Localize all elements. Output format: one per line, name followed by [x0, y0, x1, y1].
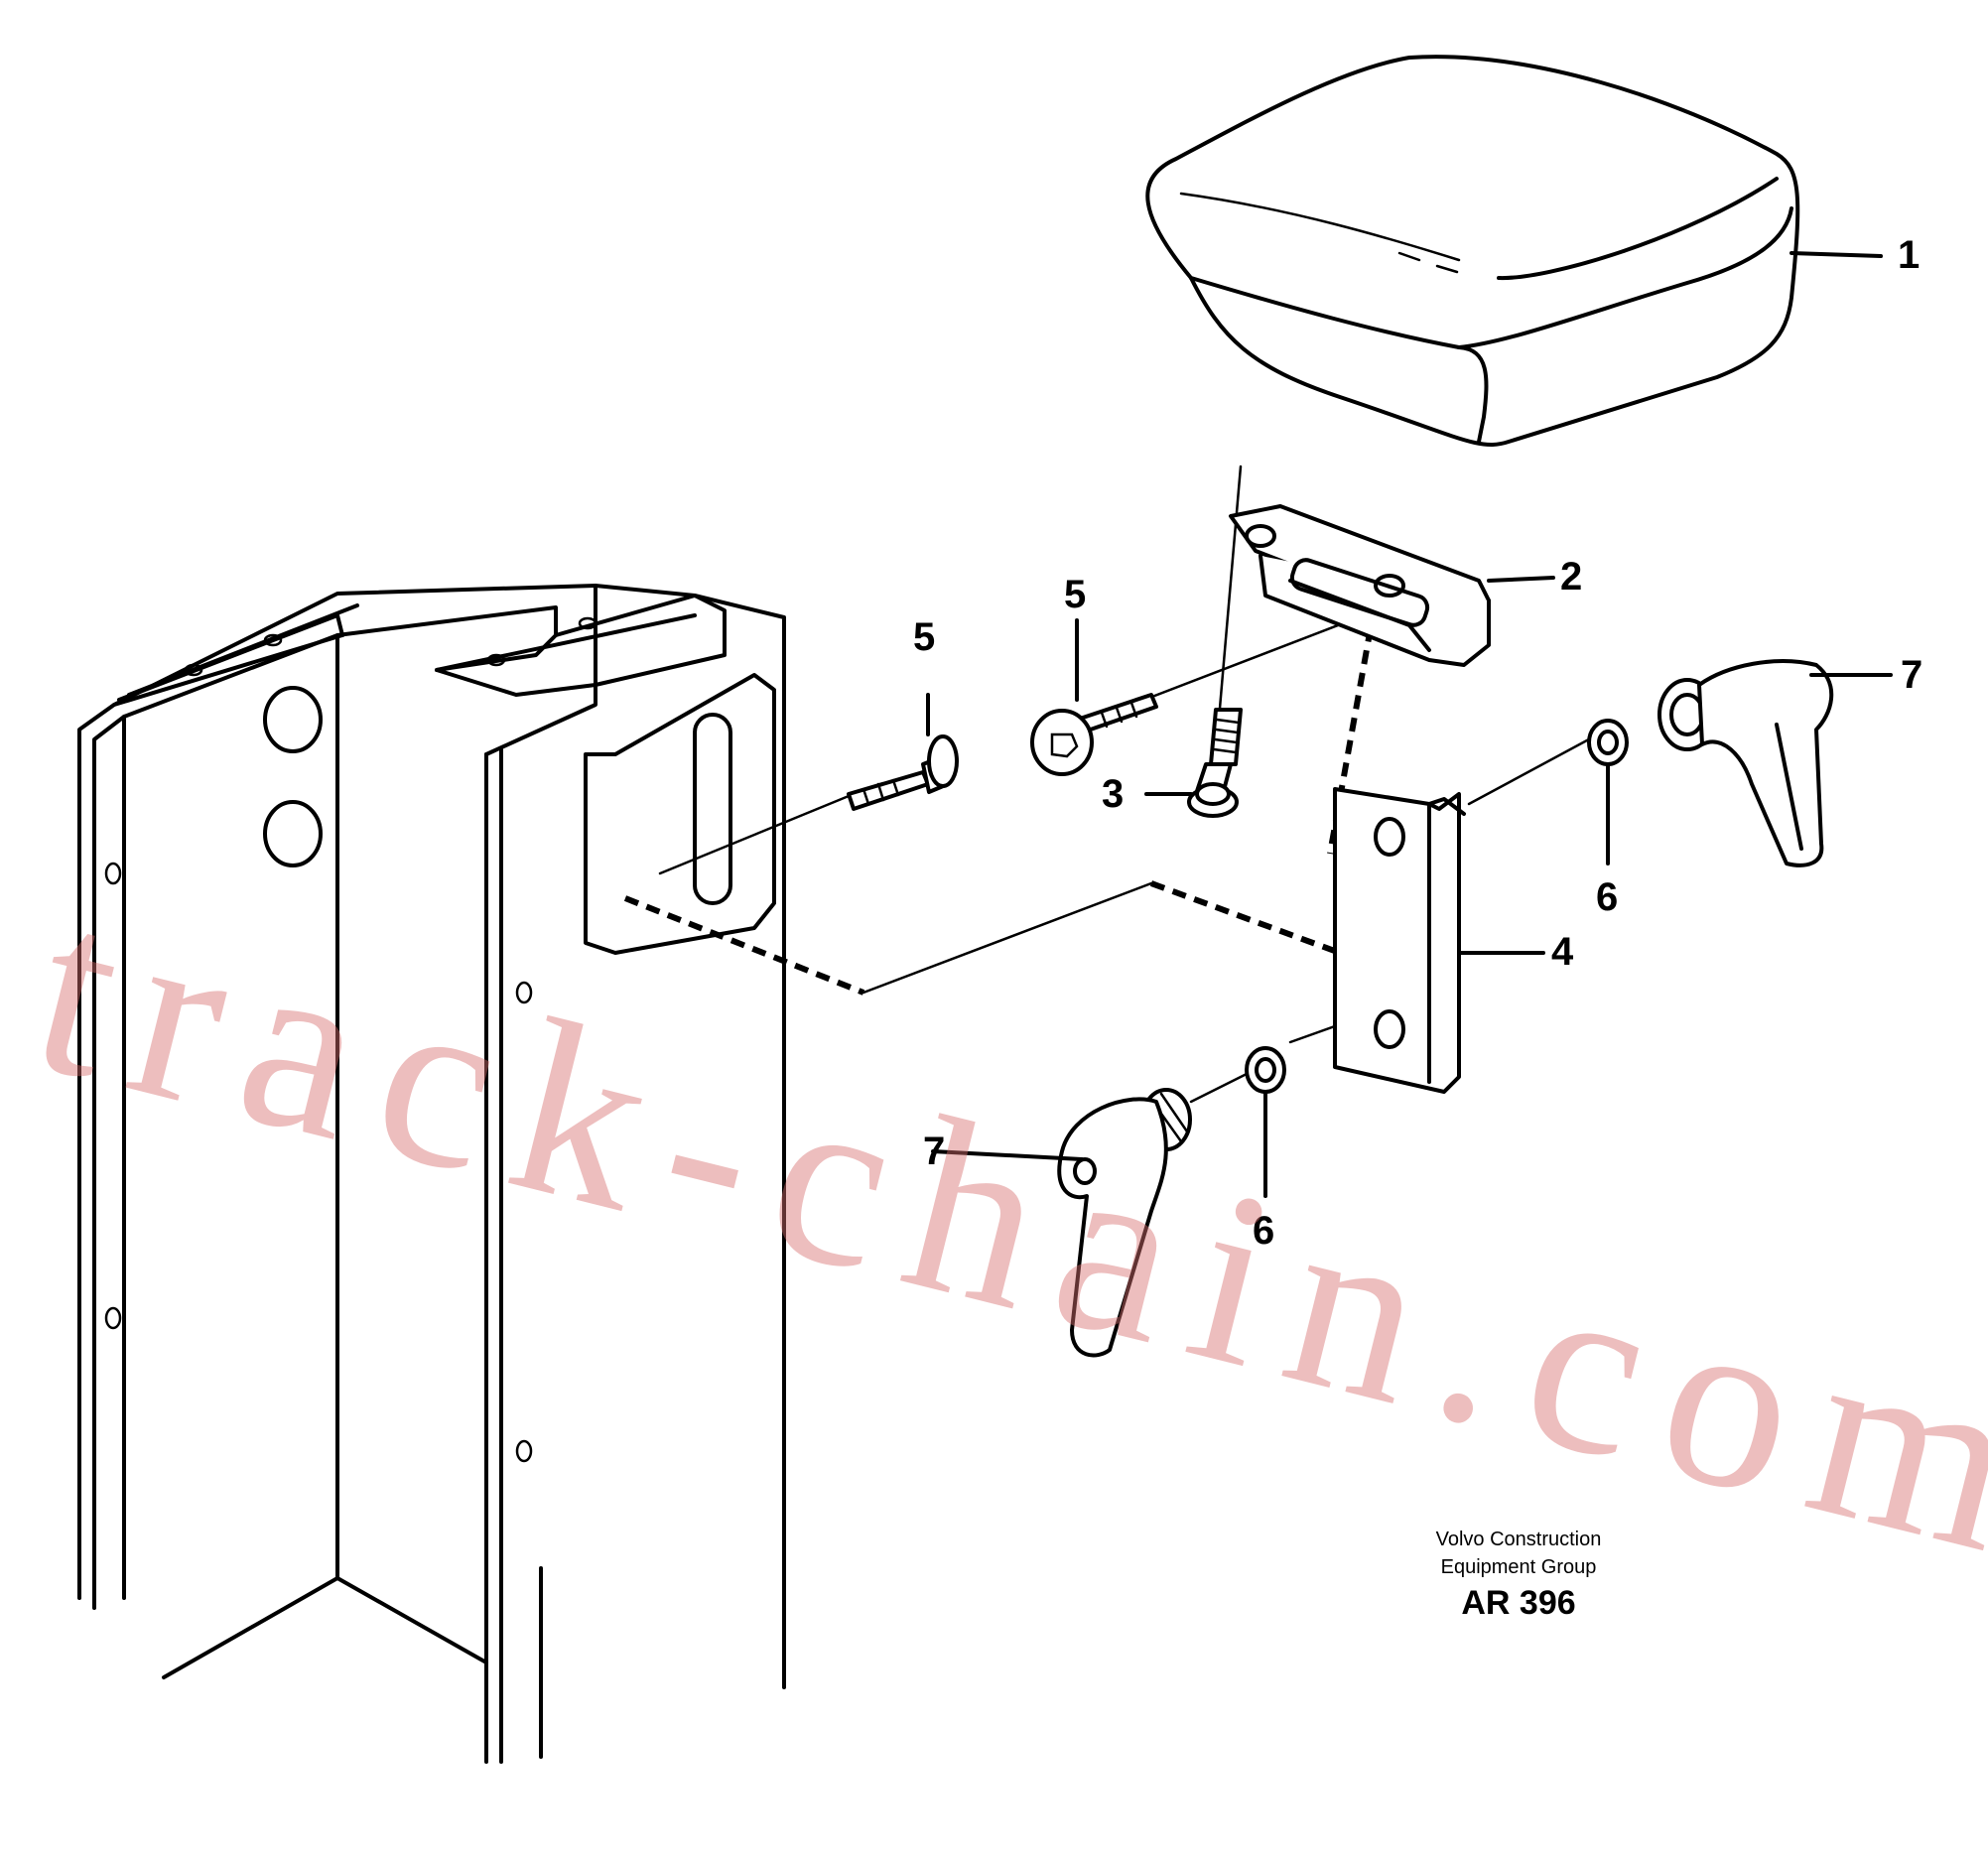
post-hole-lower	[263, 800, 323, 867]
bolt-5-center	[1030, 693, 1158, 776]
callout-6-left: 6	[1253, 1209, 1274, 1253]
cushion	[1145, 55, 1800, 447]
credit-line-2: Equipment Group	[1440, 1556, 1597, 1578]
bolt-5-left	[847, 734, 959, 811]
callout-5-left: 5	[913, 615, 935, 659]
post	[77, 584, 786, 1764]
callout-3: 3	[1102, 772, 1124, 816]
callout-6-right: 6	[1596, 875, 1618, 919]
lever-left	[1057, 1088, 1192, 1358]
callout-4: 4	[1551, 930, 1574, 974]
washer-right	[1587, 719, 1629, 766]
callout-7-left: 7	[923, 1130, 945, 1173]
credit-line-1: Volvo Construction	[1435, 1529, 1602, 1550]
bolt-3	[1187, 708, 1243, 818]
clamp-plate	[1333, 787, 1466, 1094]
leader-lines	[926, 251, 1893, 1198]
callout-7-right: 7	[1901, 653, 1922, 697]
callout-1: 1	[1898, 233, 1920, 277]
lever-right	[1657, 659, 1834, 867]
callout-2: 2	[1560, 555, 1582, 599]
post-hole-upper	[263, 686, 323, 753]
post-slot	[693, 713, 732, 905]
washer-left	[1245, 1046, 1286, 1094]
callout-5-center: 5	[1064, 573, 1086, 616]
upper-bracket	[1229, 504, 1491, 667]
diagram-code: AR 396	[1461, 1584, 1576, 1622]
